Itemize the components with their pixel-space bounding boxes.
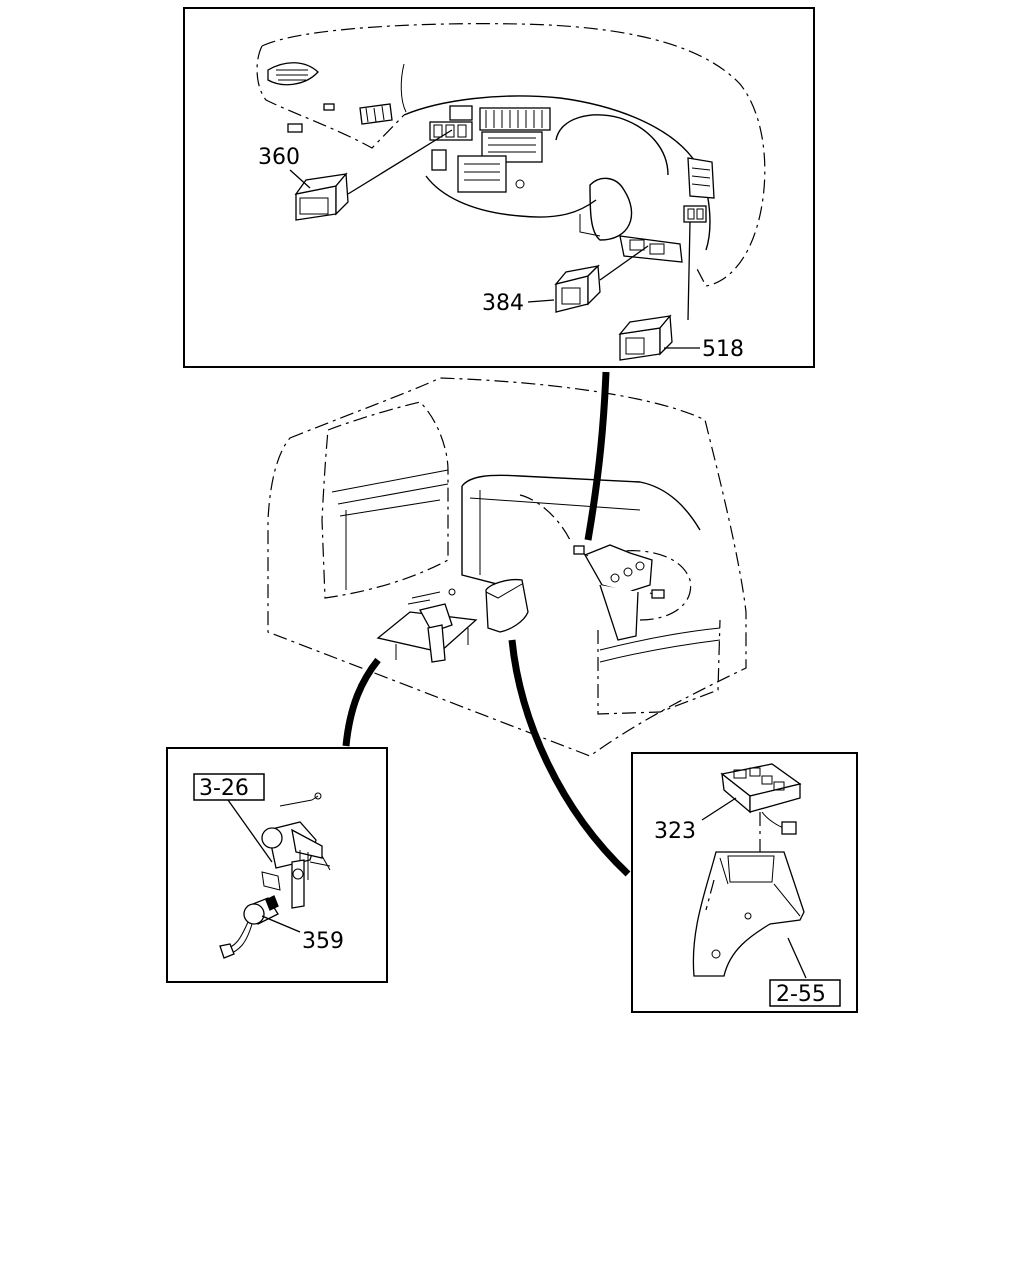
ref-box-3-26 — [193, 773, 265, 801]
display-unit-323: 323 — [654, 763, 802, 852]
callout-518: 518 — [702, 337, 744, 362]
console-detail-panel: 323 2-55 — [631, 752, 858, 1013]
dashboard-detail-panel: 360 384 518 — [183, 7, 815, 368]
callout-384: 384 — [482, 291, 524, 316]
callout-360: 360 — [258, 145, 300, 170]
ref-3-26: 3-26 — [199, 776, 249, 801]
switch-360: 360 — [258, 129, 453, 221]
vehicle-interior-view — [267, 377, 747, 757]
connector-actuator — [342, 657, 381, 747]
callout-323: 323 — [654, 819, 696, 844]
switch-384: 384 — [482, 245, 649, 316]
console-cover — [692, 851, 807, 979]
ref-box-2-55 — [769, 979, 841, 1007]
ref-2-55: 2-55 — [776, 982, 826, 1007]
actuator-detail-panel: 3-26 359 — [166, 747, 388, 983]
connector-console — [508, 639, 631, 877]
callout-359: 359 — [302, 929, 344, 954]
callout-connectors — [342, 371, 631, 877]
switch-518: 518 — [618, 221, 744, 362]
connector-dashboard — [584, 371, 610, 541]
